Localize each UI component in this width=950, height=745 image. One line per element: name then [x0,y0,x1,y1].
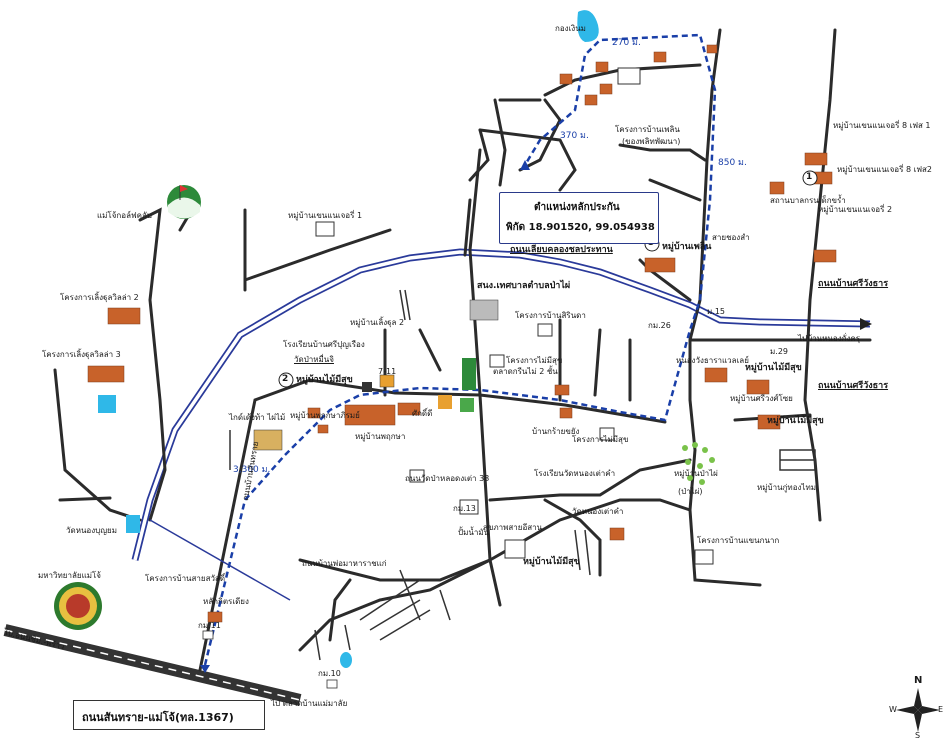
label-baan-kaset: หมู่บ้านพฤกษา [355,432,406,441]
label-village-loet2: หมู่บ้านเลิ้งฐุล 2 [350,318,405,327]
compass-s: S [915,731,921,740]
house-icons [87,44,837,623]
label-km13: กม.13 [453,504,476,513]
route-dashed [203,33,717,666]
label-proj-sirinda: โครงการบ้านสิรินดา [515,311,586,320]
label-to-maejo: ไปบ้านหนองกั่งครุ [798,334,860,343]
label-sai-wang: หนองวังธาราแวลเลย์ [676,356,749,365]
label-pha-hua: ปั้มน้ำมัน [458,528,490,537]
label-wat-pa-wat: วัดหนองบุญยม [66,526,117,535]
label-mae-jo-golf: แม่โจ้กอล์ฟคลับ [97,211,152,220]
label-baan-mai-mee-right: หมู่บ้านไม้มีสุข [767,416,824,426]
label-seven-eleven: 7-11 [378,367,397,376]
label-village8-phase1: หมู่บ้านเขนแนเจอรี่ 8 เฟส 1 [833,121,931,130]
label-baan-pha: หมู่บ้านป่าไผ่ [674,469,718,478]
label-ban-phaicakseab: หลักกิตรเดียง [203,597,249,606]
label-km26: กม.26 [648,321,671,330]
location-info-box: ตำแหน่งหลักประกัน พิกัด 18.901520, 99.05… [499,192,659,244]
info-title: ตำแหน่งหลักประกัน [534,202,620,213]
label-ban-wang-road: ถนนบ้านศรีวังธาร [818,279,889,289]
label-school-nong-tao: โรงเรียนวัดหนองเต่าคำ [534,469,616,478]
route-arrows [200,160,530,673]
label-baan-phalin: หมู่บ้านเพลิน [662,242,712,252]
marker-1: 1 [806,172,813,182]
label-tessaban: สนง.เทศบาลตำบลป่าไผ่ [477,281,571,291]
label-mt29: ม.29 [770,347,788,356]
label-road-liab-klong: ถนนเลียบคลองชลประทาน [510,245,613,255]
label-baan-mai-mee-sook: หมู่บ้านไม้มีสุข [296,375,353,385]
minor-roads [149,289,816,661]
label-university: มหาวิทยาลัยแม่โจ้ [38,571,101,580]
label-baan-mai-mee: หมู่บ้านไม้มีสุข [745,363,802,373]
label-to-talad: ไป ตลาดบ้านแม่มาลัย [271,699,348,708]
highway-1367 [3,624,302,706]
label-km10: กม.10 [318,669,341,678]
marker-2: 2 [282,374,289,384]
blue-building [98,395,116,413]
label-wat-nong-tao: วัดหนองเต่าคำ [572,507,624,516]
label-sak-dee: ศักดิ์ดี [412,409,433,418]
highway-label: ถนนสันทราย-แม่โจ้(ทล.1367) [82,711,234,724]
label-proj-chok-1: โครงการเลิ้งฐุลวิลล่า 2 [60,293,139,302]
blue-building-2 [126,515,140,533]
label-sang-sai: สุขภาพสายอีสาน [483,523,543,532]
lake [577,10,599,43]
pond [340,652,352,668]
compass-rose [896,688,940,732]
golf-logo [167,185,201,219]
green-buildings [253,67,714,565]
label-baan-ladda: บ้านกร้ายขยัง [532,427,580,436]
tree-dots [682,442,715,485]
label-kasikorn: ไกด์เด้งท้า ไผ่ไม้ [229,413,286,422]
label-mt15: ม.15 [707,307,725,316]
label-proj-chok-3: โครงการเลิ้งฐุลวิลล่า 3 [42,350,121,359]
label-baan-sri-wong: หมู่บ้านศรีวงศ์โซย [730,394,793,403]
distance-270: 270 ม. [612,38,641,48]
label-lake: กองเงินม [555,24,586,33]
label-km11: กม.11 [198,621,221,630]
label-village8-phase2: หมู่บ้านเขนแนเจอรี่ 8 เฟส2 [837,165,932,174]
compass-e: E [938,705,944,714]
label-sai-rong-kham: สายชองสำ [712,233,750,242]
distance-3300: 3,300 ม. [233,465,271,475]
label-wat-ml: วัดป่าหมื่นจิ [294,355,334,364]
label-baan-pruek: หมู่บ้านพฤกษาภิรมย์ [290,411,360,420]
label-road-wat: ถนนวัดป่าหลอดงเต่า 38 [405,474,490,483]
label-proj-mae-dok: โครงการบ้านแขนกนาก [697,536,780,545]
label-school-sri: โรงเรียนบ้านศรีปุญเรือง [283,340,365,349]
label-road-mai-mee: ถนนบ้านพ่อมาหาราชแก่ [302,559,387,568]
label-village-1: หมู่บ้านเขนแนเจอรี่ 1 [288,211,363,220]
distance-370: 370 ม. [560,131,589,141]
label-baan-pha-sub: (ป่าไผ่) [678,487,703,496]
label-ban-wang-road-2: ถนนบ้านศรีวังธาร [818,381,889,391]
label-proj-baan-phalin-sub: (ของพลิทพัฒนา) [622,137,681,146]
compass-w: W [889,705,897,714]
info-coords: พิกัด 18.901520, 99.054938 [506,222,655,233]
label-proj-baan-phalin: โครงการบ้านเพลิน [615,125,680,134]
label-talad: ตลาดกรีนไม่ 2 ชั้น [493,367,558,376]
label-school-n1: สถานบาลกรนเด็กขร้ำ [770,196,846,205]
label-baan-koothong: หมู่บ้านกู่ทองไทม [757,483,816,492]
university-emblem [54,582,102,630]
label-village-2: หมู่บ้านเขนแนเจอรี่ 2 [818,205,893,214]
label-proj-mai-mee-3: โครงการไม่มีสุข [572,435,629,444]
canal-road [131,248,872,561]
highway-label-box: ถนนสันทราย-แม่โจ้(ทล.1367) [73,700,265,730]
label-proj-mai-mee-2: โครงการไม่มีสุข [506,356,563,365]
distance-850: 850 ม. [718,158,747,168]
label-proj-sang-siri: โครงการบ้านสายสวัสดิ์ [145,574,226,583]
compass-n: N [914,675,923,686]
label-ban-mai-mee-south: หมู่บ้านไม้มีสุข [523,557,580,567]
km-markers [202,630,338,689]
